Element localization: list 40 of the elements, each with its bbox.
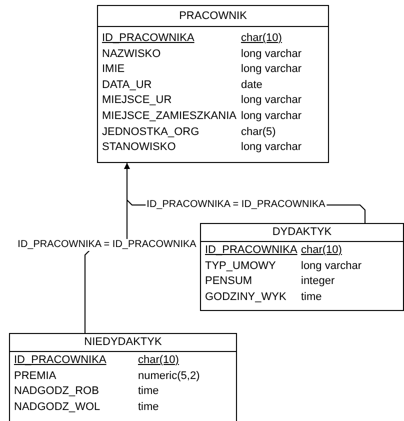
column-name: NAZWISKO — [102, 46, 161, 62]
column-type: long varchar — [241, 62, 302, 78]
column-type: long varchar — [301, 258, 362, 274]
column-type: char(10) — [301, 243, 342, 258]
column-type: long varchar — [241, 46, 302, 62]
edge-label: ID_PRACOWNIKA = ID_PRACOWNIKA — [146, 199, 326, 211]
column-type: long varchar — [241, 93, 302, 108]
column-name: NADGODZ_ROB — [14, 384, 99, 400]
table-title: NIEDYDAKTYK — [10, 334, 236, 352]
column-type: char(10) — [241, 31, 282, 46]
column-type: date — [241, 78, 262, 93]
entity-table — [97, 5, 329, 163]
table-title: DYDAKTYK — [201, 224, 403, 242]
column-type: long varchar — [241, 140, 302, 156]
column-name: DATA_UR — [102, 78, 152, 93]
column-type: long varchar — [241, 108, 302, 124]
column-name: GODZINY_WYK — [205, 290, 286, 305]
entity-table — [200, 223, 404, 311]
column-name: NADGODZ_WOL — [14, 400, 100, 415]
column-type: char(10) — [138, 353, 179, 368]
column-name: MIEJSCE_ZAMIESZKANIA — [102, 108, 236, 124]
table-title: PRACOWNIK — [98, 6, 328, 27]
column-type: time — [138, 400, 159, 415]
edge-label: ID_PRACOWNIKA = ID_PRACOWNIKA — [16, 239, 198, 251]
column-type: char(5) — [241, 124, 276, 140]
column-name: IMIE — [102, 62, 125, 78]
column-name: TYP_UMOWY — [205, 258, 276, 274]
column-name: PENSUM — [205, 274, 252, 290]
column-name: ID_PRACOWNIKA — [102, 31, 194, 46]
column-type: time — [138, 384, 159, 400]
entity-table — [9, 333, 237, 421]
column-name: PREMIA — [14, 368, 56, 384]
column-type: numeric(5,2) — [138, 368, 200, 384]
column-type: integer — [301, 274, 335, 290]
column-name: ID_PRACOWNIKA — [205, 243, 298, 258]
column-type: time — [301, 290, 322, 305]
column-name: STANOWISKO — [102, 140, 176, 156]
column-name: ID_PRACOWNIKA — [14, 353, 106, 368]
column-name: MIEJSCE_UR — [102, 93, 172, 108]
column-name: JEDNOSTKA_ORG — [102, 124, 200, 140]
